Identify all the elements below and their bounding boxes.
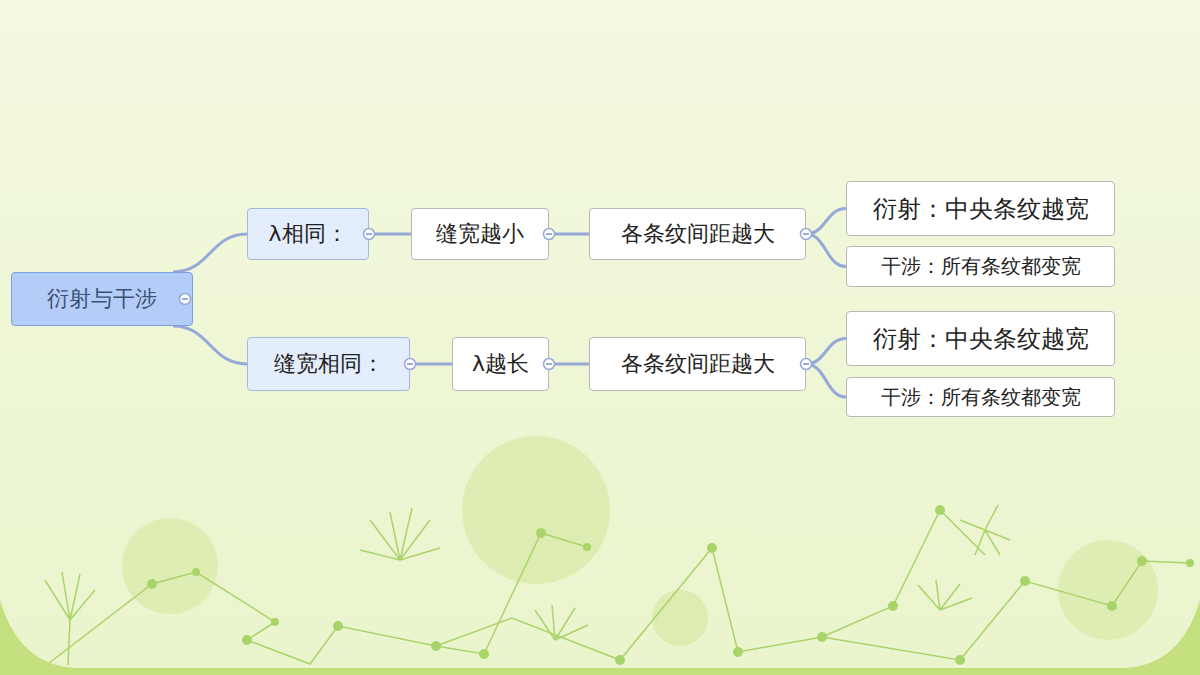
branch-connector (806, 339, 846, 365)
topic-box: 各条纹间距越大 (589, 208, 806, 260)
collapse-marker (544, 229, 555, 240)
collapse-circle (364, 229, 375, 240)
collapse-marker (364, 229, 375, 240)
collapse-minus (546, 363, 552, 365)
ground-band (0, 600, 1200, 675)
topic-box: 衍射：中央条纹越宽 (846, 181, 1115, 236)
decor-dots (147, 505, 1194, 665)
topic-box: 衍射：中央条纹越宽 (846, 311, 1115, 366)
branch-connector (549, 233, 589, 236)
topic-text: 干涉：所有条纹都变宽 (881, 253, 1081, 280)
topic-box: 干涉：所有条纹都变宽 (846, 377, 1115, 417)
collapse-circle (544, 359, 555, 370)
decor-lines (40, 505, 1190, 670)
collapse-marker (544, 359, 555, 370)
branch-connector (549, 363, 589, 366)
branch-connector (806, 234, 846, 267)
branch-connector (806, 364, 846, 397)
collapse-circle (180, 294, 191, 305)
topic-box: λ相同： (247, 208, 369, 260)
topic-box: λ越长 (452, 337, 549, 391)
root-topic: 衍射与干涉 (11, 272, 193, 326)
branch-connector (173, 326, 247, 364)
branch-connector (806, 209, 846, 235)
topic-box: 干涉：所有条纹都变宽 (846, 246, 1115, 287)
topic-text: 衍射：中央条纹越宽 (873, 323, 1089, 355)
topic-box: 缝宽相同： (247, 337, 410, 391)
collapse-minus (546, 233, 552, 235)
collapse-minus (366, 233, 372, 235)
collapse-minus (182, 298, 188, 300)
collapse-marker (180, 294, 191, 305)
topic-text: 各条纹间距越大 (621, 219, 775, 249)
topic-box: 各条纹间距越大 (589, 337, 806, 391)
topic-text: 各条纹间距越大 (621, 349, 775, 379)
topic-text: 缝宽相同： (274, 349, 384, 379)
topic-text: 缝宽越小 (436, 219, 524, 249)
branch-connector (410, 363, 452, 366)
collapse-minus (803, 233, 809, 235)
collapse-circle (801, 229, 812, 240)
collapse-minus (407, 363, 413, 365)
collapse-circle (544, 229, 555, 240)
collapse-circle (405, 359, 416, 370)
branch-connector (173, 234, 247, 272)
topic-box: 缝宽越小 (411, 208, 549, 260)
collapse-marker (801, 359, 812, 370)
collapse-marker (405, 359, 416, 370)
branch-connector (369, 233, 411, 236)
collapse-minus (803, 363, 809, 365)
topic-text: λ相同： (268, 219, 347, 249)
topic-text: 干涉：所有条纹都变宽 (881, 384, 1081, 411)
collapse-marker (801, 229, 812, 240)
collapse-circle (801, 359, 812, 370)
decor-circles (122, 436, 1158, 646)
topic-text: λ越长 (472, 349, 529, 379)
topic-text: 衍射：中央条纹越宽 (873, 193, 1089, 225)
topic-text: 衍射与干涉 (47, 284, 157, 314)
